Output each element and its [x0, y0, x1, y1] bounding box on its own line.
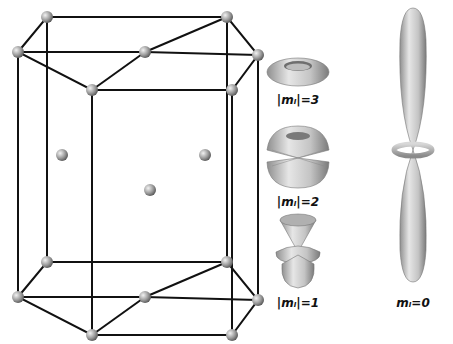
hcp-cell	[18, 17, 258, 335]
orbital-m1	[276, 214, 320, 288]
quantum-number-label: |mₗ|=3	[277, 93, 319, 107]
quantum-number-label: |mₗ|=2	[277, 195, 319, 209]
orbital-m3	[267, 58, 329, 86]
orbital-m2	[267, 126, 329, 188]
orbital-m0	[394, 8, 432, 282]
atoms	[12, 11, 264, 341]
quantum-number-label: mₗ=0	[396, 296, 430, 310]
quantum-number-label: |mₗ|=1	[277, 296, 319, 310]
